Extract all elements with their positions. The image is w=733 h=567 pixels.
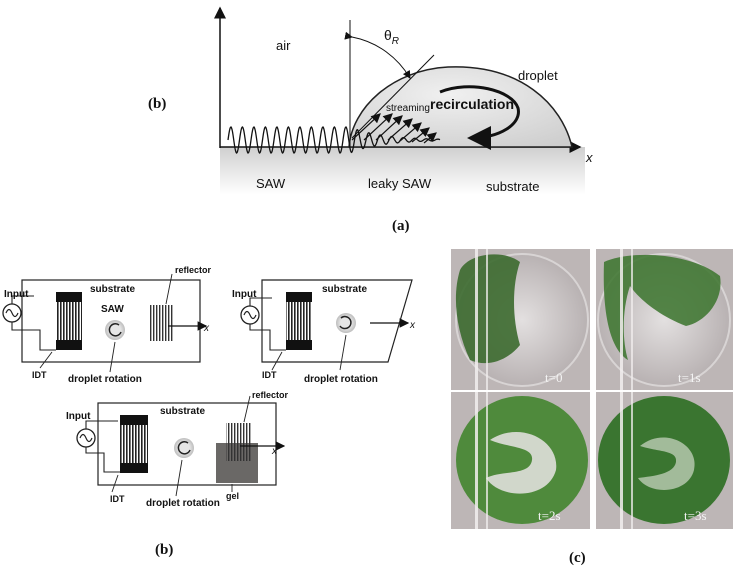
x-label: x bbox=[409, 320, 416, 331]
idt-label: IDT bbox=[110, 494, 125, 504]
x-axis-label: x bbox=[585, 150, 593, 165]
idt-top-bus bbox=[56, 292, 82, 302]
input-label: Input bbox=[4, 289, 29, 300]
dye-swirl bbox=[486, 431, 557, 494]
rotation-icon bbox=[339, 315, 352, 330]
photo-frame-t1: t=1s bbox=[596, 249, 733, 390]
substrate-region bbox=[220, 147, 585, 195]
panel-a-corner-label: (b) bbox=[148, 96, 166, 112]
device-3: Input substrate reflector x IDT droplet … bbox=[66, 390, 289, 509]
idt-fingers bbox=[120, 425, 148, 463]
photo-frame-t0: t=0 bbox=[451, 249, 590, 390]
substrate-label: substrate bbox=[322, 284, 367, 295]
idt-bottom-bus bbox=[56, 340, 82, 350]
panel-c: t=0 t=1s t=2s t=3s (c) bbox=[451, 249, 733, 566]
panel-b: Input substrate SAW reflector x IDT drop… bbox=[2, 265, 416, 558]
idt-label: IDT bbox=[32, 370, 47, 380]
air-label: air bbox=[276, 38, 291, 53]
idt-bottom-bus bbox=[120, 463, 148, 473]
input-label: Input bbox=[232, 289, 257, 300]
panel-a: (b) air θR droplet streaming recirculati… bbox=[148, 6, 593, 234]
idt-fingers bbox=[286, 302, 312, 340]
droplet-label: droplet bbox=[518, 68, 558, 83]
recirculation-arrow bbox=[439, 85, 520, 150]
substrate-box bbox=[21, 279, 201, 363]
leaky-saw-label: leaky SAW bbox=[368, 176, 432, 191]
tangent-line bbox=[351, 54, 435, 139]
substrate-label: substrate bbox=[160, 406, 205, 417]
reflector-label: reflector bbox=[175, 265, 212, 275]
idt-top-bus bbox=[120, 415, 148, 425]
substrate-box bbox=[261, 279, 413, 363]
idt-fingers bbox=[56, 302, 82, 340]
time-label: t=2s bbox=[538, 508, 561, 523]
saw-wave bbox=[227, 126, 441, 154]
rotation-label: droplet rotation bbox=[68, 374, 142, 385]
idt-bottom-bus bbox=[286, 340, 312, 350]
panel-b-caption: (b) bbox=[155, 542, 173, 558]
x-label: x bbox=[271, 446, 278, 457]
time-label: t=0 bbox=[545, 370, 562, 385]
droplet-icon bbox=[105, 320, 125, 340]
photo-frame-t2: t=2s bbox=[451, 392, 590, 529]
substrate-label: substrate bbox=[486, 179, 539, 194]
saw-label: SAW bbox=[256, 176, 286, 191]
gel-label: gel bbox=[226, 491, 239, 501]
rotation-icon bbox=[177, 441, 191, 455]
contact-angle-arc bbox=[344, 31, 411, 79]
device-1: Input substrate SAW reflector x IDT drop… bbox=[2, 265, 212, 385]
reflector-grating bbox=[226, 423, 252, 461]
time-label: t=1s bbox=[678, 370, 701, 385]
panel-a-caption: (a) bbox=[392, 218, 410, 234]
dye-swirl bbox=[638, 437, 695, 490]
rotation-icon bbox=[108, 323, 122, 337]
idt-top-bus bbox=[286, 292, 312, 302]
streaming-arrows bbox=[351, 113, 437, 144]
rotation-label: droplet rotation bbox=[304, 374, 378, 385]
device-2: Input substrate x IDT droplet rotation bbox=[232, 279, 416, 385]
time-label: t=3s bbox=[684, 508, 707, 523]
substrate-label: substrate bbox=[90, 284, 135, 295]
saw-label: SAW bbox=[101, 304, 124, 315]
input-label: Input bbox=[66, 411, 91, 422]
idt-label: IDT bbox=[262, 370, 277, 380]
droplet-icon bbox=[174, 438, 194, 458]
streaming-label: streaming bbox=[386, 103, 430, 114]
panel-c-caption: (c) bbox=[569, 550, 586, 566]
x-label: x bbox=[203, 323, 210, 334]
recirculation-label: recirculation bbox=[430, 96, 514, 112]
reflector-label: reflector bbox=[252, 390, 289, 400]
photo-frame-t3: t=3s bbox=[596, 392, 733, 529]
reflector-grating bbox=[150, 305, 174, 341]
theta-label: θR bbox=[384, 27, 399, 47]
rotation-label: droplet rotation bbox=[146, 498, 220, 509]
